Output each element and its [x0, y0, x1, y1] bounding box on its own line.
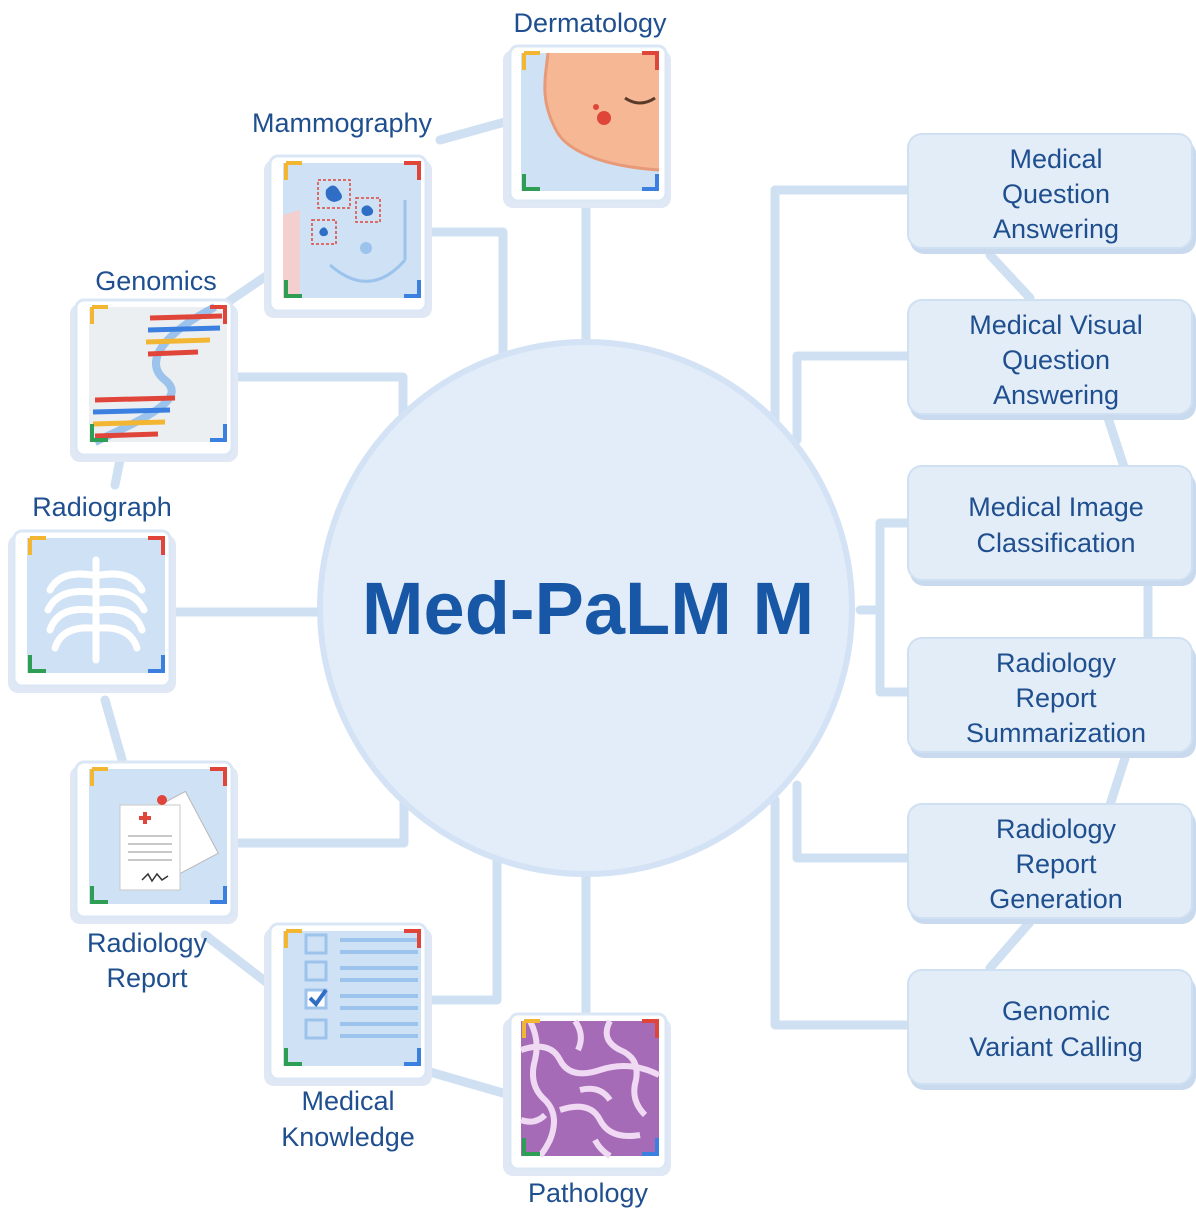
label-mammography: Mammography	[252, 108, 433, 138]
label-radiology-report-line1: Radiology	[87, 928, 208, 958]
task-mqa-line3: Answering	[993, 214, 1119, 244]
tile-radiology-report[interactable]	[70, 760, 238, 924]
connector-radiology-report	[233, 795, 409, 848]
task-gvc-line1: Genomic	[1002, 996, 1110, 1026]
task-rrs-line2: Report	[1015, 683, 1097, 713]
connector-genomics-radiograph	[110, 455, 125, 490]
lesion-icon	[597, 111, 611, 125]
hub-title: Med-PaLM M	[362, 567, 814, 650]
tile-dermatology[interactable]	[503, 44, 671, 208]
connector-report-knowledge	[200, 930, 275, 990]
task-mqa-line2: Question	[1002, 179, 1110, 209]
tile-radiograph[interactable]	[8, 529, 176, 693]
connector-medical-knowledge	[420, 855, 502, 1005]
task-mvqa-line3: Answering	[993, 380, 1119, 410]
connector-task-mqa	[770, 185, 915, 425]
ribcage-icon	[44, 556, 148, 664]
connector-knowledge-pathology	[425, 1067, 515, 1100]
task-rrg-line2: Report	[1015, 849, 1097, 879]
connector-task-mvqa	[792, 351, 915, 445]
dna-helix-icon	[92, 303, 223, 446]
connector-task-chain-2	[1103, 413, 1130, 475]
connector-mammography-dermatology	[435, 117, 510, 145]
task-radiology-report-generation[interactable]: Radiology Report Generation	[907, 803, 1196, 924]
connector-genomics	[233, 372, 408, 425]
tile-genomics[interactable]	[70, 298, 238, 462]
task-medical-image-classification[interactable]: Medical Image Classification	[907, 465, 1196, 586]
label-medical-knowledge-line1: Medical	[301, 1086, 394, 1116]
center-hub: Med-PaLM M	[317, 339, 855, 877]
connector-task-chain-4	[1105, 753, 1130, 810]
task-genomic-variant-calling[interactable]: Genomic Variant Calling	[907, 969, 1196, 1090]
connector-mammography	[415, 227, 508, 365]
tissue-pattern-icon	[519, 1019, 661, 1159]
label-pathology: Pathology	[528, 1178, 649, 1208]
connector-task-gvc	[770, 795, 915, 1030]
mammogram-image	[283, 163, 421, 298]
connector-task-chain-1	[985, 250, 1035, 303]
tile-medical-knowledge[interactable]	[264, 922, 432, 1086]
task-mic-line1: Medical Image	[968, 492, 1144, 522]
checklist-icon	[304, 933, 418, 1040]
task-mvqa-line1: Medical Visual	[969, 310, 1143, 340]
task-mic-line2: Classification	[976, 528, 1135, 558]
task-mqa-line1: Medical	[1009, 144, 1102, 174]
task-rrg-line3: Generation	[989, 884, 1123, 914]
task-gvc-line2: Variant Calling	[969, 1032, 1143, 1062]
label-genomics: Genomics	[95, 266, 217, 296]
task-radiology-report-summarization[interactable]: Radiology Report Summarization	[907, 637, 1196, 758]
task-medical-visual-question-answering[interactable]: Medical Visual Question Answering	[907, 299, 1196, 420]
connector-task-rrs	[875, 605, 915, 697]
hub-circle	[317, 339, 855, 877]
task-rrg-line1: Radiology	[996, 814, 1117, 844]
connector-radiograph-report	[100, 695, 130, 775]
label-dermatology: Dermatology	[513, 8, 667, 38]
task-medical-question-answering[interactable]: Medical Question Answering	[907, 133, 1196, 254]
connector-task-rrg	[792, 780, 915, 863]
label-radiology-report-line2: Report	[106, 963, 188, 993]
connector-task-chain-5	[985, 917, 1035, 973]
task-rrs-line3: Summarization	[966, 718, 1146, 748]
label-radiograph: Radiograph	[32, 492, 172, 522]
connectors	[100, 117, 1153, 1100]
document-icon	[119, 790, 219, 891]
connector-task-mic	[855, 518, 915, 615]
task-mvqa-line2: Question	[1002, 345, 1110, 375]
task-rrs-line1: Radiology	[996, 648, 1117, 678]
tile-pathology[interactable]	[503, 1012, 671, 1176]
label-medical-knowledge-line2: Knowledge	[281, 1122, 415, 1152]
tile-mammography[interactable]	[264, 154, 432, 318]
